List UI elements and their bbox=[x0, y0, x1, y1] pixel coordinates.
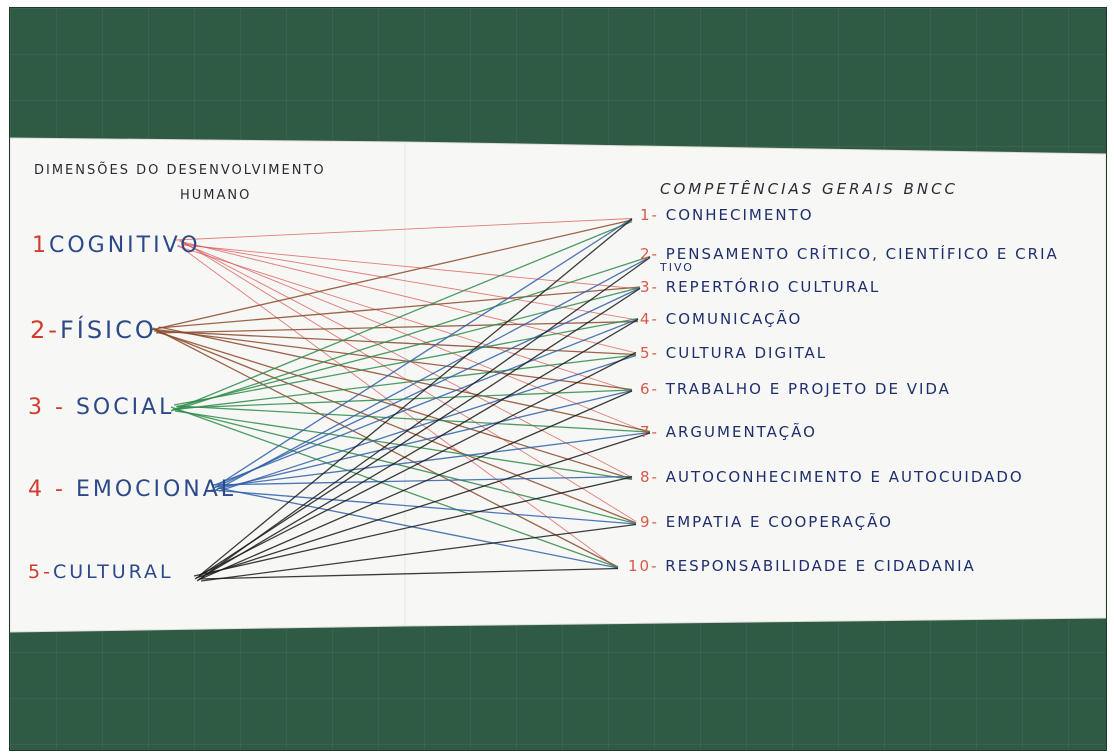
connection-line bbox=[195, 432, 651, 579]
connection-lines bbox=[150, 217, 651, 582]
connection-line bbox=[170, 220, 633, 412]
connection-line bbox=[197, 390, 633, 581]
left-header-line2: HUMANO bbox=[180, 188, 252, 203]
connection-line bbox=[215, 256, 651, 491]
competency-label: PENSAMENTO CRÍTICO, CIENTÍFICO E CRIA bbox=[665, 245, 1059, 263]
connection-line bbox=[176, 405, 651, 433]
connection-line bbox=[151, 328, 633, 391]
competency-label: AUTOCONHECIMENTO E AUTOCUIDADO bbox=[665, 468, 1024, 486]
connection-line bbox=[157, 286, 641, 329]
competency-5: 5- CULTURA DIGITAL bbox=[640, 344, 827, 362]
competency-label: ARGUMENTAÇÃO bbox=[665, 423, 817, 441]
competency-number: 9- bbox=[640, 513, 659, 531]
connection-line bbox=[172, 408, 637, 525]
connection-line bbox=[175, 286, 641, 408]
connection-line bbox=[178, 240, 637, 354]
dimension-label: CULTURAL bbox=[52, 561, 174, 583]
competency-label: COMUNICAÇÃO bbox=[665, 310, 803, 328]
green-board-background: DIMENSÕES DO DESENVOLVIMENTO HUMANO COMP… bbox=[9, 7, 1107, 751]
dimension-number: 2- bbox=[30, 316, 60, 344]
dimension-label: FÍSICO bbox=[59, 316, 157, 344]
connection-line bbox=[198, 218, 633, 577]
connection-line bbox=[201, 318, 639, 578]
connection-line bbox=[181, 241, 633, 478]
connection-line bbox=[173, 317, 639, 406]
competency-number: 1- bbox=[640, 206, 659, 224]
competency-number: 2- bbox=[640, 245, 659, 263]
competency-label: TRABALHO E PROJETO DE VIDA bbox=[665, 380, 951, 398]
dimension-number: 5- bbox=[28, 561, 53, 583]
dimension-label: COGNITIVO bbox=[49, 233, 201, 258]
connection-line bbox=[154, 329, 637, 524]
connection-line bbox=[217, 217, 633, 486]
competency-label: RESPONSABILIDADE E CIDADANIA bbox=[665, 557, 976, 575]
left-header-line1: DIMENSÕES DO DESENVOLVIMENTO bbox=[34, 163, 326, 178]
competency-7: 7- ARGUMENTAÇÃO bbox=[640, 423, 817, 441]
competency-6: 6- TRABALHO E PROJETO DE VIDA bbox=[640, 380, 951, 398]
connection-line bbox=[218, 354, 637, 492]
connection-line bbox=[170, 406, 619, 569]
connection-line bbox=[210, 489, 637, 525]
connection-line bbox=[216, 389, 633, 490]
connection-line bbox=[198, 567, 619, 580]
connection-line bbox=[152, 327, 619, 568]
competency-8: 8- AUTOCONHECIMENTO E AUTOCUIDADO bbox=[640, 468, 1024, 486]
connection-line bbox=[199, 351, 637, 576]
dimension-cultural: 5-CULTURAL bbox=[28, 561, 174, 583]
competency-2-continuation: TIVO bbox=[660, 261, 694, 274]
dimension-label: EMOCIONAL bbox=[75, 477, 237, 502]
connection-line bbox=[194, 287, 641, 580]
competency-number: 3- bbox=[640, 278, 659, 296]
dimension-number: 1 bbox=[32, 233, 49, 258]
connection-line bbox=[175, 218, 633, 241]
connection-line bbox=[180, 242, 639, 321]
dimension-label: SOCIAL bbox=[75, 395, 175, 420]
connection-line bbox=[200, 523, 637, 582]
connection-line bbox=[212, 475, 633, 486]
right-header: COMPETÊNCIAS GERAIS BNCC bbox=[660, 180, 959, 198]
competency-number: 10- bbox=[628, 557, 659, 575]
dimension-number: 3 - bbox=[28, 395, 66, 420]
connection-line bbox=[211, 318, 639, 487]
competency-number: 6- bbox=[640, 380, 659, 398]
connection-line bbox=[183, 243, 651, 434]
competency-number: 7- bbox=[640, 423, 659, 441]
connection-line bbox=[214, 431, 651, 488]
competency-number: 8- bbox=[640, 468, 659, 486]
competency-label: REPERTÓRIO CULTURAL bbox=[665, 278, 881, 296]
connection-line bbox=[179, 239, 637, 522]
competency-label: EMPATIA E COOPERAÇÃO bbox=[665, 513, 893, 531]
connection-line bbox=[182, 244, 641, 290]
competency-label: CULTURA DIGITAL bbox=[665, 344, 828, 362]
competency-3: 3- REPERTÓRIO CULTURAL bbox=[640, 278, 880, 296]
dimension-emocional: 4 - EMOCIONAL bbox=[28, 477, 236, 502]
dimension-cognitivo: 1COGNITIVO bbox=[32, 233, 201, 258]
competency-2: 2- PENSAMENTO CRÍTICO, CIENTÍFICO E CRIA bbox=[640, 245, 1059, 263]
connection-line bbox=[156, 331, 633, 480]
connection-line bbox=[171, 354, 637, 411]
competency-1: 1- CONHECIMENTO bbox=[640, 206, 814, 224]
connection-line bbox=[196, 256, 651, 582]
competency-number: 5- bbox=[640, 344, 659, 362]
competency-number: 4- bbox=[640, 310, 659, 328]
connection-line bbox=[150, 219, 633, 331]
paper-sheet bbox=[10, 137, 1106, 633]
competency-4: 4- COMUNICAÇÃO bbox=[640, 310, 802, 328]
dimension-social: 3 - SOCIAL bbox=[28, 395, 174, 420]
connection-line bbox=[177, 255, 651, 410]
competency-9: 9- EMPATIA E COOPERAÇÃO bbox=[640, 513, 893, 531]
dimension-fisico: 2-FÍSICO bbox=[30, 316, 157, 344]
connection-line bbox=[217, 487, 619, 569]
connection-line bbox=[193, 476, 633, 577]
dimension-number: 4 - bbox=[28, 477, 66, 502]
connection-line bbox=[158, 326, 651, 433]
competency-10: 10- RESPONSABILIDADE E CIDADANIA bbox=[628, 557, 976, 575]
competency-label: CONHECIMENTO bbox=[665, 206, 814, 224]
